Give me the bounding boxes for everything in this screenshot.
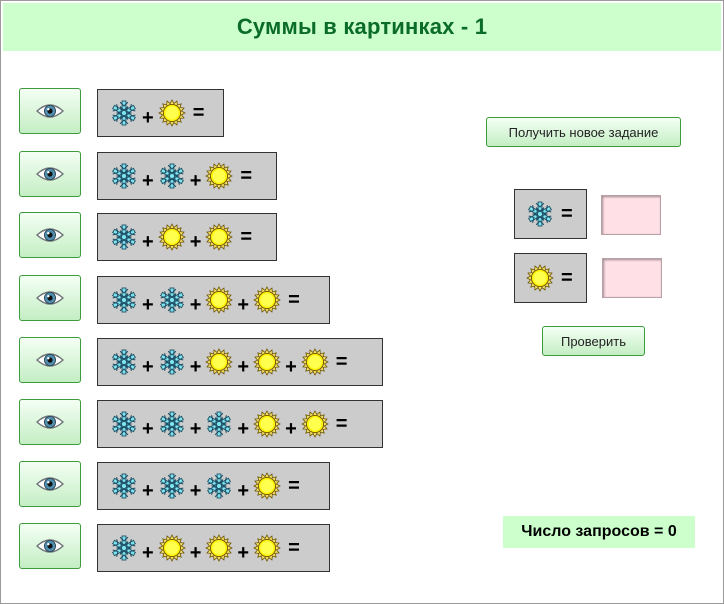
plus-sign: + <box>189 479 202 502</box>
equals-sign: = <box>561 266 573 289</box>
sun-icon <box>205 286 234 314</box>
snowflake-icon <box>110 223 138 251</box>
sun-answer-input[interactable] <box>602 258 662 298</box>
snowflake-icon <box>110 348 138 376</box>
plus-sign: + <box>189 417 202 440</box>
sun-icon <box>253 348 281 376</box>
sun-icon <box>253 472 281 500</box>
sun-icon <box>526 264 554 292</box>
show-answer-button[interactable] <box>19 275 81 321</box>
plus-sign: + <box>142 169 154 192</box>
answer-label-sun: = <box>514 253 587 303</box>
sun-icon <box>157 223 186 251</box>
plus-sign: + <box>142 106 154 129</box>
plus-sign: + <box>189 230 202 253</box>
snowflake-icon <box>110 99 138 127</box>
sun-icon <box>253 410 281 438</box>
plus-sign: + <box>142 479 154 502</box>
plus-sign: + <box>189 355 202 378</box>
snowflake-icon <box>158 162 186 190</box>
equals-sign: = <box>288 288 300 311</box>
equals-sign: = <box>335 350 348 373</box>
equation-box: + + = <box>97 152 277 200</box>
snowflake-icon <box>526 200 554 228</box>
check-button[interactable]: Проверить <box>542 326 645 356</box>
sun-icon <box>253 534 281 562</box>
equation-box: + + + + = <box>97 338 383 386</box>
equals-sign: = <box>192 101 205 124</box>
show-answer-button[interactable] <box>19 212 81 258</box>
equals-sign: = <box>240 225 253 248</box>
sun-icon <box>300 410 329 438</box>
plus-sign: + <box>237 417 250 440</box>
equals-sign: = <box>240 164 253 187</box>
snowflake-icon <box>110 410 138 438</box>
show-answer-button[interactable] <box>19 88 81 134</box>
equals-sign: = <box>288 474 300 497</box>
sun-icon <box>205 162 234 190</box>
snowflake-icon <box>158 348 186 376</box>
plus-sign: + <box>189 293 202 316</box>
plus-sign: + <box>142 355 154 378</box>
eye-icon <box>36 351 64 369</box>
answer-label-snowflake: = <box>514 189 587 239</box>
equation-box: + + = <box>97 213 277 261</box>
eye-icon <box>36 537 64 555</box>
snowflake-icon <box>110 286 138 314</box>
eye-icon <box>36 413 64 431</box>
new-task-button[interactable]: Получить новое задание <box>486 117 681 147</box>
plus-sign: + <box>142 417 154 440</box>
title-bar: Суммы в картинках - 1 <box>3 3 721 51</box>
show-answer-button[interactable] <box>19 523 81 569</box>
plus-sign: + <box>285 355 297 378</box>
equals-sign: = <box>288 536 300 559</box>
snowflake-answer-input[interactable] <box>601 195 661 235</box>
show-answer-button[interactable] <box>19 399 81 445</box>
sun-icon <box>205 223 234 251</box>
plus-sign: + <box>237 355 250 378</box>
sun-icon <box>205 348 234 376</box>
plus-sign: + <box>142 230 154 253</box>
snowflake-icon <box>110 534 138 562</box>
snowflake-icon <box>158 286 186 314</box>
equation-box: + + + = <box>97 524 330 572</box>
snowflake-icon <box>158 410 186 438</box>
show-answer-button[interactable] <box>19 337 81 383</box>
sun-icon <box>157 534 186 562</box>
eye-icon <box>36 226 64 244</box>
equation-box: + + + = <box>97 276 330 324</box>
request-counter: Число запросов = 0 <box>503 516 695 548</box>
show-answer-button[interactable] <box>19 461 81 507</box>
snowflake-icon <box>205 472 233 500</box>
eye-icon <box>36 165 64 183</box>
eye-icon <box>36 289 64 307</box>
plus-sign: + <box>237 293 250 316</box>
eye-icon <box>36 475 64 493</box>
equation-box: + + + + = <box>97 400 383 448</box>
snowflake-icon <box>110 472 138 500</box>
plus-sign: + <box>189 541 202 564</box>
plus-sign: + <box>237 479 250 502</box>
snowflake-icon <box>205 410 233 438</box>
equals-sign: = <box>561 202 573 225</box>
snowflake-icon <box>110 162 138 190</box>
show-answer-button[interactable] <box>19 151 81 197</box>
equation-box: + + + = <box>97 462 330 510</box>
snowflake-icon <box>158 472 186 500</box>
plus-sign: + <box>285 417 297 440</box>
sun-icon <box>205 534 234 562</box>
plus-sign: + <box>142 293 154 316</box>
plus-sign: + <box>142 541 154 564</box>
plus-sign: + <box>237 541 250 564</box>
equation-box: += <box>97 89 224 137</box>
plus-sign: + <box>189 169 202 192</box>
page-title: Суммы в картинках - 1 <box>236 14 488 39</box>
sun-icon <box>157 99 186 127</box>
sun-icon <box>300 348 329 376</box>
sun-icon <box>253 286 281 314</box>
eye-icon <box>36 102 64 120</box>
equals-sign: = <box>335 412 348 435</box>
